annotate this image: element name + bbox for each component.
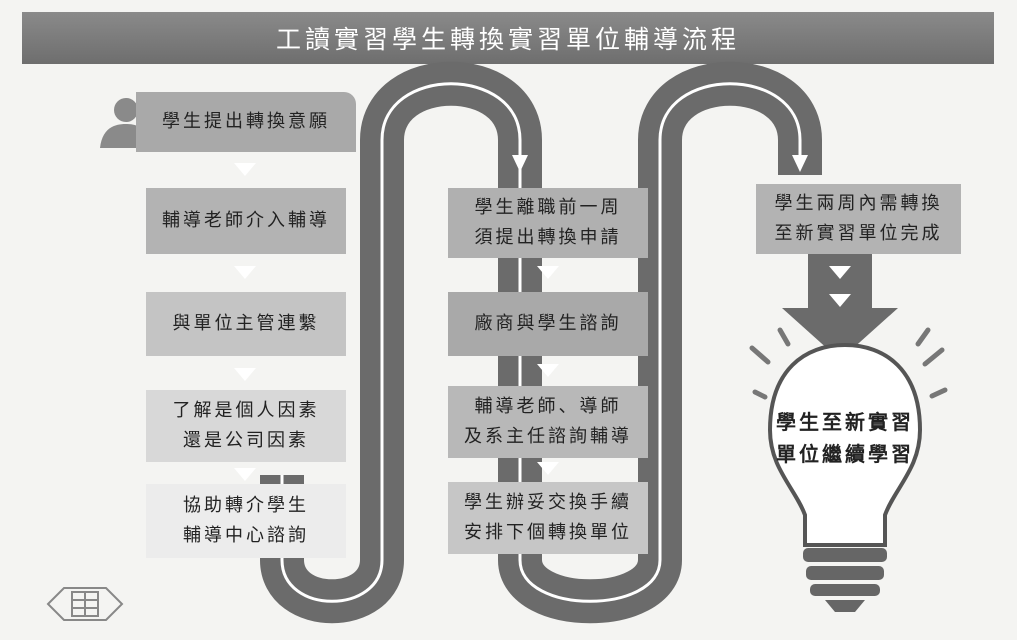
down-arrow-8 bbox=[829, 266, 851, 279]
step-understand-factors-line1: 了解是個人因素 bbox=[172, 400, 320, 421]
down-arrow-3 bbox=[234, 368, 256, 381]
down-arrow-2 bbox=[234, 266, 256, 279]
down-arrow-5 bbox=[537, 266, 559, 279]
bulb-arrow-head bbox=[782, 308, 898, 360]
step-refer-counseling-line1: 協助轉介學生 bbox=[183, 495, 309, 516]
lightbulb-icon bbox=[749, 327, 948, 612]
down-arrow-1 bbox=[234, 163, 256, 176]
road-arrowhead-1 bbox=[512, 155, 528, 172]
result-continue-learning-line1: 學生至新實習 bbox=[776, 410, 914, 434]
step-finish-within-two-weeks-line1: 學生兩周內需轉換 bbox=[774, 193, 943, 214]
down-arrow-7 bbox=[537, 462, 559, 475]
step-complete-transfer-line2: 安排下個轉換單位 bbox=[464, 522, 632, 543]
down-arrow-9 bbox=[829, 294, 851, 307]
step-understand-factors-line2: 還是公司因素 bbox=[183, 430, 309, 451]
step-apply-transfer-line2: 須提出轉換申請 bbox=[474, 227, 622, 248]
step-submit-request: 學生提出轉換意願 bbox=[136, 92, 356, 152]
step-complete-transfer-line1: 學生辦妥交換手續 bbox=[464, 492, 632, 513]
step-vendor-consult: 廠商與學生諮詢 bbox=[448, 292, 648, 356]
school-logo bbox=[46, 587, 124, 621]
title-bar: 工讀實習學生轉換實習單位輔導流程 bbox=[22, 12, 994, 64]
step-finish-within-two-weeks-line2: 至新實習單位完成 bbox=[774, 223, 943, 244]
step-understand-factors: 了解是個人因素 還是公司因素 bbox=[146, 390, 346, 462]
step-faculty-consult-line1: 輔導老師、導師 bbox=[474, 396, 622, 417]
road-arrowhead-2 bbox=[792, 155, 808, 172]
step-contact-supervisor-label: 與單位主管連繫 bbox=[172, 313, 320, 334]
step-complete-transfer: 學生辦妥交換手續 安排下個轉換單位 bbox=[448, 482, 648, 554]
step-apply-transfer-line1: 學生離職前一周 bbox=[474, 197, 622, 218]
result-continue-learning: 學生至新實習 單位繼續學習 bbox=[770, 398, 920, 478]
step-refer-counseling: 協助轉介學生 輔導中心諮詢 bbox=[146, 484, 346, 558]
result-continue-learning-line2: 單位繼續學習 bbox=[776, 442, 914, 466]
step-faculty-consult-line2: 及系主任諮詢輔導 bbox=[464, 426, 632, 447]
step-vendor-consult-label: 廠商與學生諮詢 bbox=[474, 313, 622, 334]
page-title: 工讀實習學生轉換實習單位輔導流程 bbox=[275, 25, 740, 54]
step-submit-request-label: 學生提出轉換意願 bbox=[162, 111, 330, 132]
step-contact-supervisor: 與單位主管連繫 bbox=[146, 292, 346, 356]
down-arrow-6 bbox=[537, 364, 559, 377]
step-refer-counseling-line2: 輔導中心諮詢 bbox=[183, 525, 309, 546]
step-faculty-consult: 輔導老師、導師 及系主任諮詢輔導 bbox=[448, 386, 648, 458]
step-teacher-counseling-label: 輔導老師介入輔導 bbox=[162, 210, 330, 231]
step-finish-within-two-weeks: 學生兩周內需轉換 至新實習單位完成 bbox=[756, 184, 961, 254]
step-apply-transfer: 學生離職前一周 須提出轉換申請 bbox=[448, 188, 648, 258]
step-teacher-counseling: 輔導老師介入輔導 bbox=[146, 188, 346, 254]
road-centerline bbox=[280, 82, 802, 603]
down-arrow-4 bbox=[234, 468, 256, 481]
